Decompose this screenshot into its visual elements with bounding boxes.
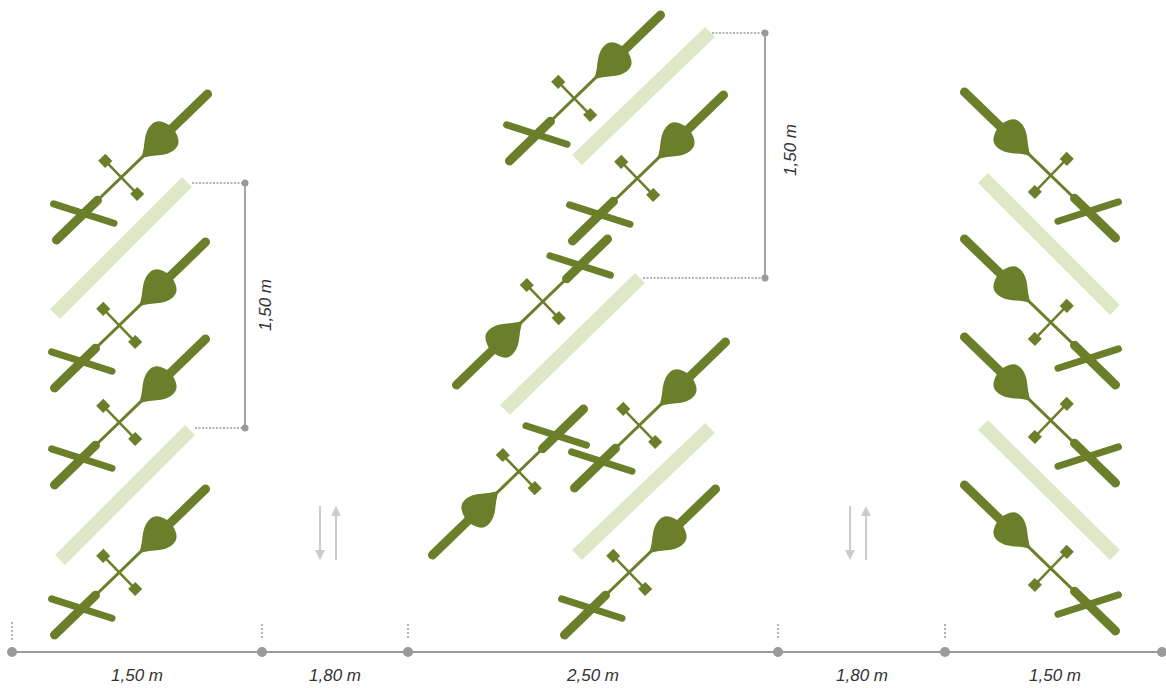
dimension-label: 1,50 m bbox=[782, 124, 799, 176]
dimension-dot bbox=[242, 30, 769, 432]
dimension-line bbox=[192, 33, 765, 428]
dimension-label: 1,50 m bbox=[1029, 667, 1081, 684]
dimension-label: 1,80 m bbox=[836, 667, 888, 684]
bicycle bbox=[35, 0, 1135, 655]
dimension-axis bbox=[7, 622, 1166, 657]
dimension-label: 2,50 m bbox=[567, 667, 619, 684]
dimension-label: 1,50 m bbox=[111, 667, 163, 684]
dimension-label: 1,50 m bbox=[257, 279, 274, 331]
dimension-label: 1,80 m bbox=[309, 667, 361, 684]
direction-arrow bbox=[315, 506, 871, 560]
